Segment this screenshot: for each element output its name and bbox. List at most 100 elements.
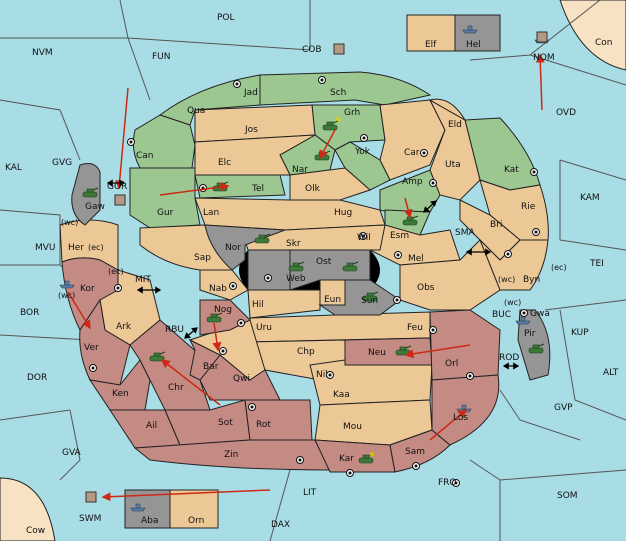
sea-label-nvm: NVM <box>32 48 53 58</box>
province-label: Uru <box>256 323 272 333</box>
province-label: Qwi <box>233 374 250 384</box>
sea-label-swm: SWM <box>79 514 101 524</box>
province-label: Ken <box>112 389 129 399</box>
sea-label-nom: NOM <box>533 53 555 63</box>
province-label: Nil <box>316 370 328 380</box>
province-label: Elf <box>425 40 437 50</box>
province-label: Gur <box>157 208 174 218</box>
province-label: Grh <box>344 108 360 118</box>
province-label: Hil <box>252 300 264 310</box>
sea-label-buc: BUC <box>492 310 511 320</box>
province-label: Olk <box>305 184 321 194</box>
province-label: Car <box>404 148 420 158</box>
province-label: Eun <box>324 295 341 305</box>
province-label: Hug <box>334 208 352 218</box>
sea-label-som: SOM <box>557 491 578 501</box>
sea-label-dax: DAX <box>271 520 290 530</box>
units: ✶ ✶ <box>59 25 550 512</box>
province-label: Kat <box>504 165 519 175</box>
sea-label-fro: FRO <box>438 478 457 488</box>
sea-label-mvu: MVU <box>35 243 56 253</box>
province-label: Web <box>286 274 306 284</box>
province-label: Esm <box>390 231 409 241</box>
province-label: Bar <box>203 362 219 372</box>
province-label: Pir <box>524 329 536 339</box>
province-label: Obs <box>417 283 435 293</box>
province-label: Jos <box>244 125 258 135</box>
sea-label-rod: ROD <box>499 353 519 363</box>
province-label: Gwa <box>530 309 550 319</box>
sea-label-kam: KAM <box>580 193 600 203</box>
coast-label: (wc) <box>498 275 515 284</box>
province-label: Hel <box>466 40 481 50</box>
province-label: Uta <box>445 160 461 170</box>
sea-label-rbu: RBU <box>165 325 184 335</box>
sea-label-alt: ALT <box>603 368 619 378</box>
sea-label-cob: COB <box>302 45 322 55</box>
province-label: Kaa <box>333 390 350 400</box>
province-label: Can <box>136 151 154 161</box>
coast-labels: (wc) (ec) (ec) (wc) (wc) (ec) (wc) <box>58 218 567 307</box>
province-label: Sam <box>405 447 425 457</box>
sea-label-mit: MIT <box>135 275 151 285</box>
landmass <box>59 14 551 529</box>
province-label: Los <box>453 413 468 423</box>
province-label: Nog <box>214 305 232 315</box>
sea-label-gor: GOR <box>107 182 127 192</box>
sea-label-pol: POL <box>217 13 235 23</box>
sea-label-tei: TEI <box>589 259 604 269</box>
province-label: Orn <box>188 516 204 526</box>
sea-label-lit: LIT <box>303 488 317 498</box>
province-label: Byn <box>523 275 540 285</box>
coast-label: (wc) <box>58 291 75 300</box>
province-label: Skr <box>286 239 301 249</box>
province-label: Neu <box>368 348 386 358</box>
order-arrows <box>67 53 545 502</box>
province-label: Bri <box>490 220 502 230</box>
province-label: Elc <box>218 158 231 168</box>
province-label: Orl <box>445 359 458 369</box>
province-label: Ail <box>146 421 157 431</box>
sea-label-gva: GVA <box>62 448 82 458</box>
province-label: Ark <box>116 322 132 332</box>
sea-label-dor: DOR <box>27 373 47 383</box>
province-label: Eld <box>448 120 462 130</box>
province-label: Aba <box>141 516 158 526</box>
sea-label-gvg: GVG <box>52 158 72 168</box>
province-label: Cow <box>26 526 45 536</box>
province-label: Mou <box>343 422 362 432</box>
sea-label-gvp: GVP <box>554 403 573 413</box>
sea-label-bor: BOR <box>20 308 39 318</box>
province-label: Nor <box>225 243 241 253</box>
coast-label: (ec) <box>108 267 124 276</box>
sea-label-kal: KAL <box>5 163 22 173</box>
province-label: Sot <box>218 418 233 428</box>
sea-label-sma: SMA <box>455 228 475 238</box>
province-label: Rot <box>256 420 271 430</box>
province-label: Con <box>595 38 613 48</box>
svg-text:✶: ✶ <box>334 115 342 126</box>
coast-label: (ec) <box>551 263 567 272</box>
coast-label: (wc) <box>61 218 78 227</box>
province-label: Sch <box>330 88 346 98</box>
province-label: Kor <box>80 284 95 294</box>
province-label: Chr <box>168 383 184 393</box>
province-label: Ost <box>316 257 332 267</box>
province-label: Amp <box>402 177 423 187</box>
sea-labels: POL NVM FUN COB NOM OVD KAL GVG GOR KAM … <box>5 13 619 530</box>
province-label: Lan <box>203 208 219 218</box>
province-label: Feu <box>407 323 423 333</box>
coast-label: (wc) <box>504 298 521 307</box>
province-label: Nab <box>209 284 227 294</box>
sea-label-kup: KUP <box>571 328 589 338</box>
sea-label-fun: FUN <box>152 52 171 62</box>
svg-text:✶: ✶ <box>368 450 376 461</box>
province-label: Ver <box>84 343 99 353</box>
province-label: Jad <box>243 88 258 98</box>
province-label: Sap <box>194 253 211 263</box>
province-label: Rie <box>521 202 536 212</box>
province-labels: Con Cow Elf Hel Jad Sch Qua Jos Grh Eld … <box>26 38 613 536</box>
province-label: Kar <box>339 454 354 464</box>
province-label: Sun <box>361 296 378 306</box>
